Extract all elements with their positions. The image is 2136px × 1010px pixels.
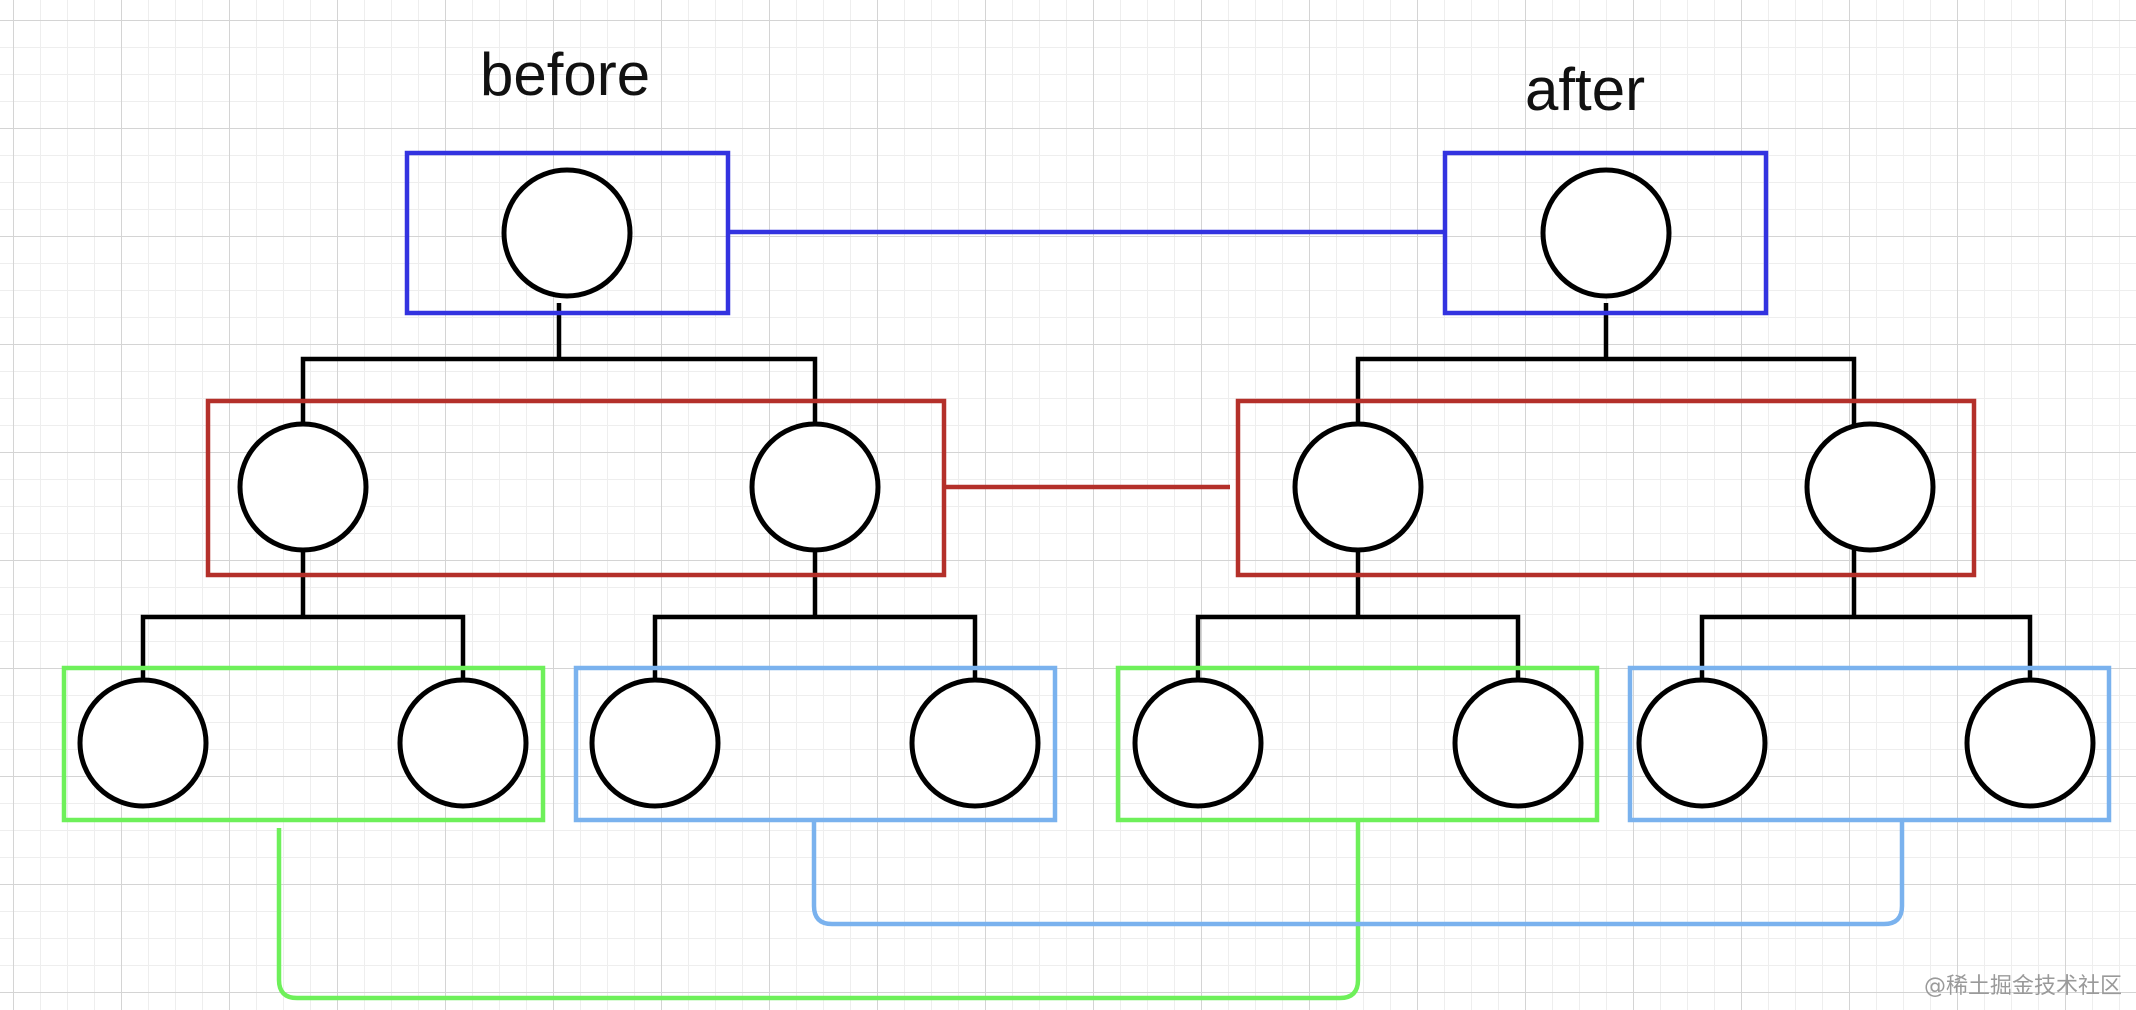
watermark: @稀土掘金技术社区 bbox=[1923, 974, 2122, 999]
tree-edge bbox=[1355, 356, 1857, 425]
tree-edge bbox=[300, 356, 818, 425]
green-group-link bbox=[276, 820, 1361, 1001]
after-root-box bbox=[1442, 150, 1769, 316]
tree-node bbox=[501, 167, 633, 299]
tree-node bbox=[1964, 677, 2096, 809]
after-tree bbox=[1115, 150, 2112, 823]
after-right-group-box bbox=[1627, 665, 2112, 823]
tree-node bbox=[1540, 167, 1672, 299]
before-tree bbox=[61, 150, 1058, 823]
tree-edge bbox=[140, 614, 466, 680]
tree-edge bbox=[1699, 614, 2033, 680]
tree-node bbox=[1636, 677, 1768, 809]
tree-node bbox=[1292, 421, 1424, 553]
tree-edge bbox=[1195, 614, 1521, 680]
before-label: before bbox=[480, 41, 651, 108]
after-left-group-box bbox=[1115, 665, 1600, 823]
before-root-box bbox=[404, 150, 731, 316]
tree-node bbox=[237, 421, 369, 553]
tree-node bbox=[909, 677, 1041, 809]
before-right-group-box bbox=[573, 665, 1058, 823]
tree-node bbox=[397, 677, 529, 809]
after-children-box bbox=[1235, 398, 1977, 578]
after-tree-edges bbox=[1195, 303, 2033, 680]
blue-group-link bbox=[811, 820, 1905, 927]
after-label: after bbox=[1525, 56, 1646, 123]
tree-node bbox=[77, 677, 209, 809]
tree-node bbox=[1132, 677, 1264, 809]
tree-node bbox=[589, 677, 721, 809]
tree-node bbox=[749, 421, 881, 553]
tree-node bbox=[1452, 677, 1584, 809]
comparison-links bbox=[276, 229, 1905, 1001]
tree-edge bbox=[652, 614, 978, 680]
before-children-box bbox=[205, 398, 947, 578]
tree-node bbox=[1804, 421, 1936, 553]
before-tree-edges bbox=[140, 303, 978, 680]
before-left-group-box bbox=[61, 665, 546, 823]
